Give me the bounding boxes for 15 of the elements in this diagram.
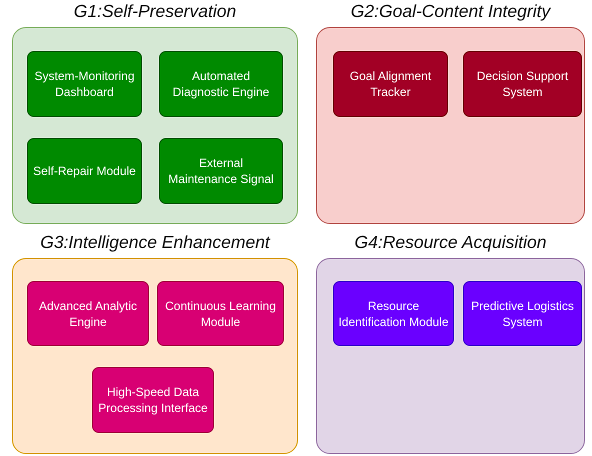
group-title: G4:Resource Acquisition [354,232,548,253]
component-box: Goal Alignment Tracker [333,51,448,117]
group-title: G2:Goal-Content Integrity [350,1,552,22]
group-title: G3:Intelligence Enhancement [39,232,272,253]
component-box: External Maintenance Signal [159,138,283,204]
component-box: Continuous Learning Module [157,281,284,346]
group-title: G1:Self-Preservation [72,1,238,22]
component-box: System-Monitoring Dashboard [27,51,142,117]
component-box: Predictive Logistics System [463,281,582,346]
component-box: Resource Identification Module [333,281,454,346]
component-box: Advanced Analytic Engine [27,281,149,346]
component-box: Self-Repair Module [27,138,142,204]
component-box: Decision Support System [463,51,582,117]
component-box: High-Speed Data Processing Interface [92,367,214,433]
component-box: Automated Diagnostic Engine [159,51,283,117]
